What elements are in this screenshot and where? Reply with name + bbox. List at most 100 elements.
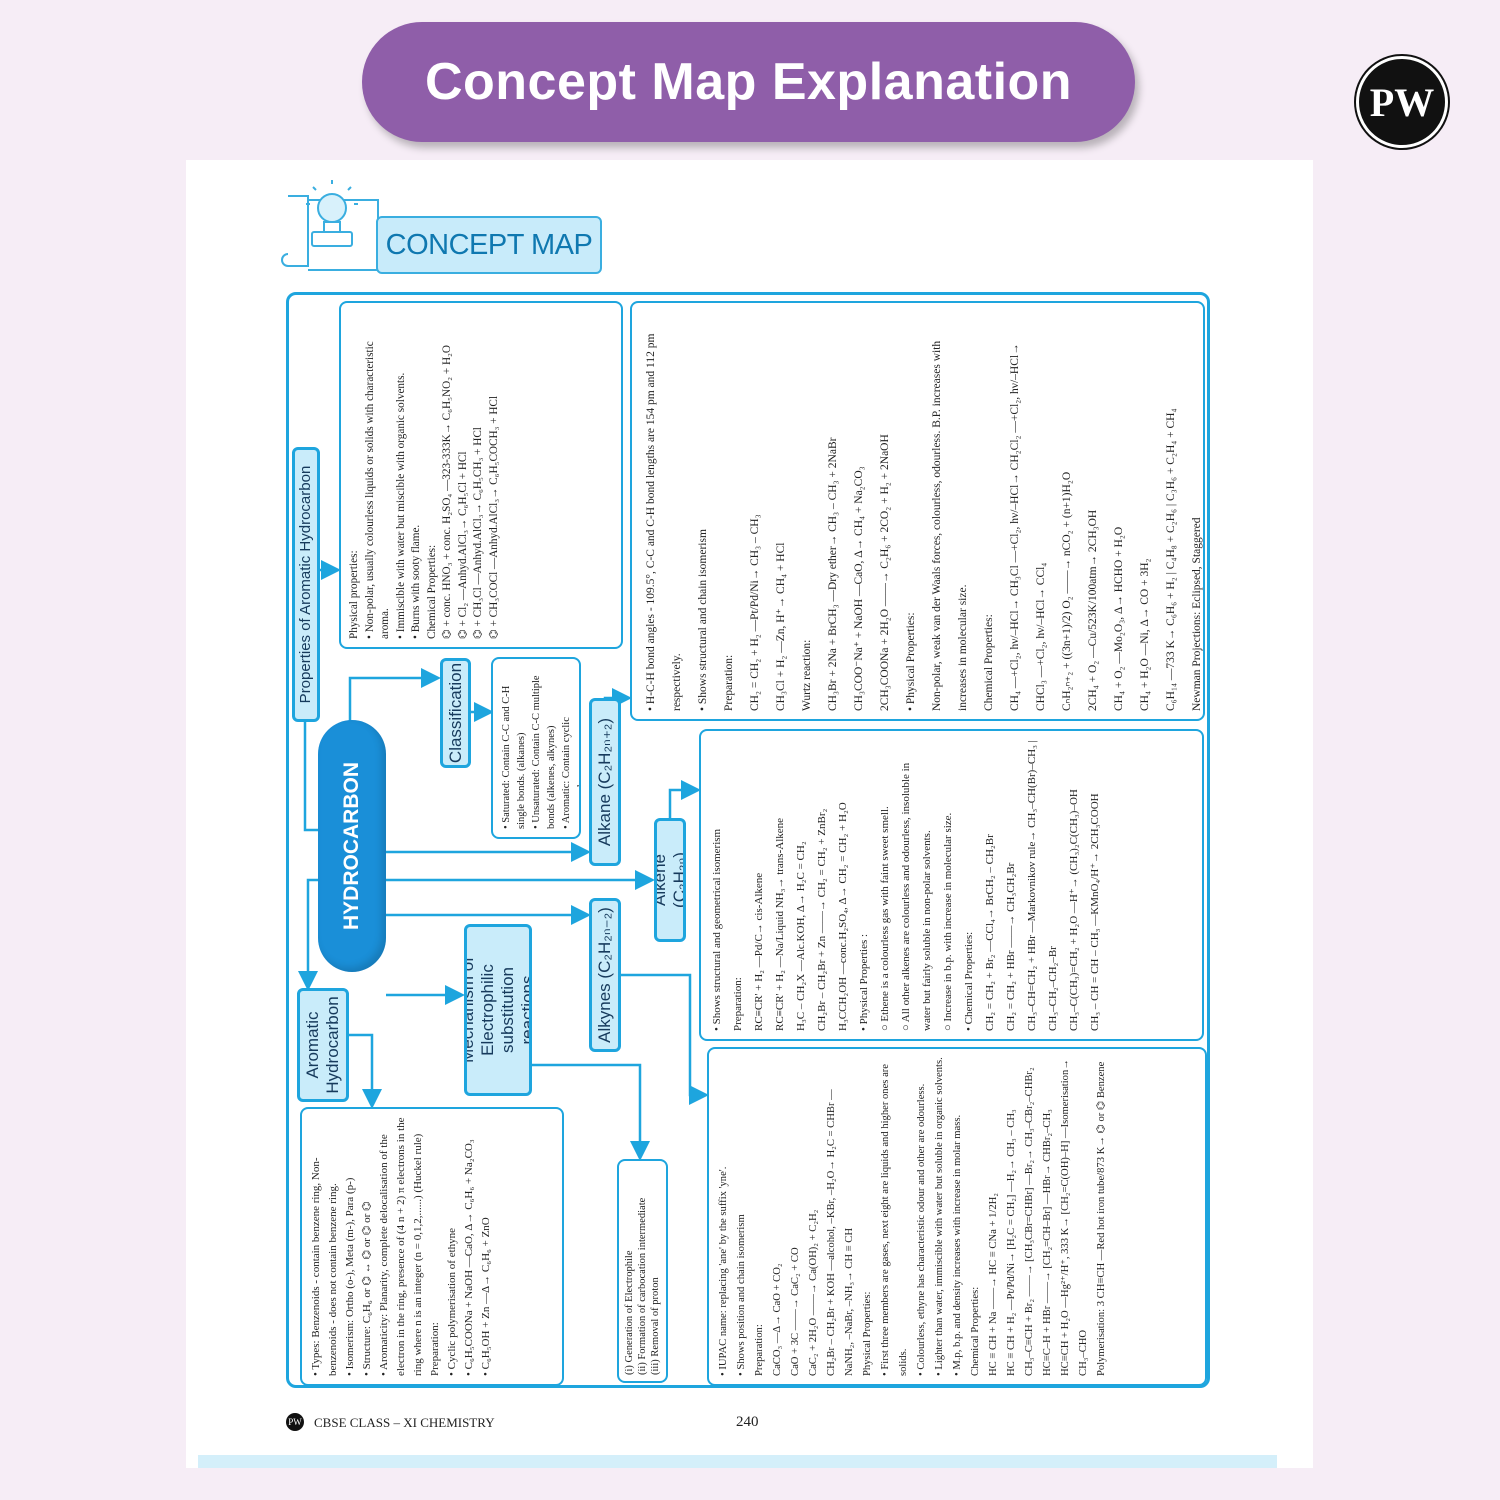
text-line: CaO + 3C ——→ CaC₂ + CO xyxy=(790,1247,801,1376)
text-line: ○ Increase in b.p. with increase in mole… xyxy=(942,812,954,1031)
concept-map-heading: CONCEPT MAP xyxy=(376,216,602,274)
text-line: • H-C-H bond angles - 109.5°, C-C and C-… xyxy=(645,333,683,711)
text-line: • Types: Benzenoids - contain benzene ri… xyxy=(310,1157,339,1376)
arrow-to-alkene-box xyxy=(668,780,701,818)
text-line: CₙH₂ₙ₊₂ + ((3n+1)/2) O₂ ——→ nCO₂ + (n+1)… xyxy=(1061,471,1073,711)
text-line: • Colourless, ethyne has characteristic … xyxy=(916,1083,927,1376)
text-line: CH₄ —+Cl₂, hν/–HCl→ CH₃Cl —+Cl₂, hν/–HCl… xyxy=(1009,343,1047,711)
text-line: H₃CCH₂OH —conc.H₂SO₄, Δ→ CH₂ = CH₂ + H₂O xyxy=(837,802,849,1031)
text-line: Preparation: xyxy=(732,977,744,1031)
page-bottom-strip xyxy=(198,1455,1277,1468)
text-line: ○ All other alkenes are colourless and o… xyxy=(900,762,933,1031)
text-line: CH₃ – CH = CH – CH₃ —KMnO₄/H⁺→ 2CH₃COOH xyxy=(1089,793,1101,1031)
text-line: ⌬ + conc. HNO₃ + conc. H₂SO₄ —323-333K→ … xyxy=(441,344,453,639)
text-line: • First three members are gases, next ei… xyxy=(880,1063,909,1376)
text-line: RC≡CR' + H₂ —Na/Liquid NH₃→ trans-Alkene xyxy=(774,817,786,1031)
text-line: CH₂ = CH₂ + HBr ——→ CH₃CH₂Br xyxy=(1005,862,1017,1031)
footer-pw-logo: PW xyxy=(286,1413,304,1431)
text-line: C₆H₁₄ —733 K→ C₆H₆ + H₂ | C₄H₈ + C₂H₆ | … xyxy=(1165,408,1177,712)
arrow-to-mechanism-box xyxy=(530,1063,650,1161)
text-line: • Shows structural and chain isomerism xyxy=(697,529,709,711)
text-line: (ii) Formation of carbocation intermedia… xyxy=(637,1197,648,1375)
text-line: CaC₂ + 2H₂O ——→ Ca(OH)₂ + C₂H₂ xyxy=(808,1209,819,1376)
text-line: ⌬ + Cl₂ —Anhyd.AlCl₃→ C₆H₅Cl + HCl xyxy=(456,451,469,639)
text-line: Preparation: xyxy=(723,654,735,711)
text-line: • Shows structural and geometrical isome… xyxy=(711,828,723,1031)
text-line: CH₄ + O₂ —Mo₂O₃, Δ→ HCHO + H₂O xyxy=(1113,526,1125,711)
label-classification: Classification xyxy=(440,658,471,768)
text-line: CH₃Cl + H₂ —Zn, H⁺→ CH₄ + HCl xyxy=(775,542,787,711)
text-line: CH₂Br – CH₂Br + Zn ——→ CH₂ = CH₂ + ZnBr₂ xyxy=(816,808,828,1031)
text-line: Chemical Properties: xyxy=(970,1286,981,1376)
text-line: • Structure: C₆H₆ or ⌬ ↔ ⌬ or ⌬ or ⌬ xyxy=(361,1201,373,1376)
label-mechanism: Mechanism of Electrophilic substitution … xyxy=(464,924,532,1096)
alkyne-box: • IUPAC name: replacing 'ane' by the suf… xyxy=(707,1047,1207,1386)
text-line: CH₃–CH=CH₂ + HBr —Markovnikov rule→ CH₃–… xyxy=(1026,740,1059,1031)
lightbulb-scroll-icon xyxy=(281,180,379,271)
aromatic-properties-box: Physical properties:• Non-polar, usually… xyxy=(339,301,623,649)
text-line: Physical Properties: xyxy=(862,1291,873,1376)
page-number: 240 xyxy=(736,1414,759,1430)
aromatic-hydrocarbon-box: • Types: Benzenoids - contain benzene ri… xyxy=(300,1107,564,1386)
text-line: CH₄ + H₂O —Ni, Δ→ CO + 3H₂ xyxy=(1139,558,1151,711)
text-line: ⌬ + CH₃Cl —Anhyd.AlCl₃→ C₆H₅CH₃ + HCl xyxy=(472,427,484,639)
arrow-to-aromatic xyxy=(298,878,318,991)
text-line: H₃C – CH₂X —Alc.KOH, Δ→ H₂C = CH₂ xyxy=(795,841,807,1031)
text-line: ⌬ + CH₃COCl —Anhyd.AlCl₃→ C₆H₅COCH₃ + HC… xyxy=(487,396,500,639)
text-line: CH₃Br + 2Na + BrCH₃ —Dry ether→ CH₃ – CH… xyxy=(827,437,839,711)
text-line: • IUPAC name: replacing 'ane' by the suf… xyxy=(718,1166,729,1376)
text-line: (iii) Removal of proton xyxy=(650,1277,661,1375)
text-line: Non-polar, weak van der Waals forces, co… xyxy=(931,340,969,711)
label-aromatic-properties: Properties of Aromatic Hydrocarbon xyxy=(292,447,320,722)
text-line: HC ≡ CH + H₂ —Pt/Pd/Ni→ [H₂C = CH₂] —H₂→… xyxy=(1006,1109,1017,1376)
text-line: ○ Ethene is a colourless gas with faint … xyxy=(879,806,891,1031)
page-title: Concept Map Explanation xyxy=(424,53,1073,111)
alkene-box: • Shows structural and geometrical isome… xyxy=(699,729,1204,1041)
arrow-to-classification xyxy=(348,668,441,722)
label-alkene: Alkene (C₂H₂ₙ) xyxy=(654,818,686,942)
text-line: • C₆H₅OH + Zn —Δ→ C₆H₆ + ZnO xyxy=(480,1217,492,1376)
text-line: Wurtz reaction: xyxy=(801,639,813,711)
text-line: CH₃–C(CH₃)=CH₂ + H₂O —H⁺→ (CH₃)₂C(CH₃)–O… xyxy=(1068,789,1080,1031)
alkane-box: • H-C-H bond angles - 109.5°, C-C and C-… xyxy=(630,301,1205,721)
text-line: • Immiscible with water but miscible wit… xyxy=(394,372,407,639)
text-line: • Physical Properties : xyxy=(858,933,870,1031)
text-line: CH₃–C≡CH + Br₂ ——→ [CH₃CBr=CHBr] —Br₂→ C… xyxy=(1024,1067,1035,1376)
hydrocarbon-hub: HYDROCARBON xyxy=(318,720,386,972)
text-line: (i) Generation of Electrophile xyxy=(624,1250,635,1376)
arrow-to-aromatic-box xyxy=(348,1033,382,1109)
text-line: • Non-polar, usually colourless liquids … xyxy=(363,341,392,639)
text-line: • M.p, b.p. and density increases with i… xyxy=(952,1114,963,1376)
pw-logo: PW xyxy=(1356,56,1448,148)
text-line: • Aromaticity: Planarity, complete deloc… xyxy=(378,1117,424,1376)
text-line: Preparation: xyxy=(754,1324,765,1376)
text-line: • Isomerism: Ortho (o-), Meta (m-), Para… xyxy=(344,1177,356,1376)
text-line: Preparation: xyxy=(429,1322,441,1376)
text-line: CH₂ = CH₂ + H₂ —Pt/Pd/Ni→ CH₃ – CH₃ xyxy=(749,514,761,711)
text-line: • Lighter than water, immiscible with wa… xyxy=(934,1057,945,1376)
arrow-to-alkyne-box xyxy=(620,973,709,1105)
text-line: Chemical Properties: xyxy=(983,614,995,711)
title-banner: Concept Map Explanation xyxy=(362,22,1135,142)
text-line: HC≡C–H + HBr ——→ [CH₂=CH–Br] —HBr→ CHBr₂… xyxy=(1042,1109,1053,1376)
text-line: CH₃COO⁻Na⁺ + NaOH —CaO, Δ→ CH₄ + Na₂CO₃ xyxy=(853,466,865,711)
footer-book-title: CBSE CLASS – XI CHEMISTRY xyxy=(314,1415,495,1430)
text-line: CH₂Br – CH₂Br + KOH —alcohol, –KBr, –H₂O… xyxy=(826,1089,855,1376)
concept-map-frame xyxy=(286,292,1210,1388)
text-line: HC≡CH + H₂O —Hg²⁺/H⁺, 333 K→ [CH₂=C(OH)–… xyxy=(1060,1059,1089,1376)
text-line: • Aromatic: Contain cyclic compounds xyxy=(561,717,581,829)
text-line: • C₆H₅COONa + NaOH —CaO, Δ→ C₆H₆ + Na₂CO… xyxy=(463,1139,475,1376)
text-line: CaCO₃ —Δ→ CaO + CO₂ xyxy=(772,1263,783,1376)
text-line: CH₂ = CH₂ + Br₂ —CCl₄→ BrCH₂ – CH₂Br xyxy=(984,834,996,1031)
text-line: • Cyclic polymerisation of ethyne xyxy=(446,1227,458,1376)
text-line: • Saturated: Contain C-C and C-H single … xyxy=(501,685,527,829)
text-line: RC≡CR' + H₂ —Pd/C→ cis-Alkene xyxy=(753,872,765,1031)
text-line: Chemical Properties: xyxy=(425,544,438,639)
text-line: 2CH₄ + O₂ —Cu/523K/100atm→ 2CH₃OH xyxy=(1087,509,1099,711)
classification-box: • Saturated: Contain C-C and C-H single … xyxy=(491,657,581,839)
text-line: Polymerisation: 3 CH≡CH —Red hot iron tu… xyxy=(1096,1061,1107,1376)
text-line: • Shows position and chain isomerism xyxy=(736,1214,747,1376)
text-line: HC ≡ CH + Na ——→ HC ≡ CNa + 1/2H₂ xyxy=(988,1193,999,1376)
label-alkane: Alkane (C₂H₂ₙ₊₂) xyxy=(589,698,621,866)
